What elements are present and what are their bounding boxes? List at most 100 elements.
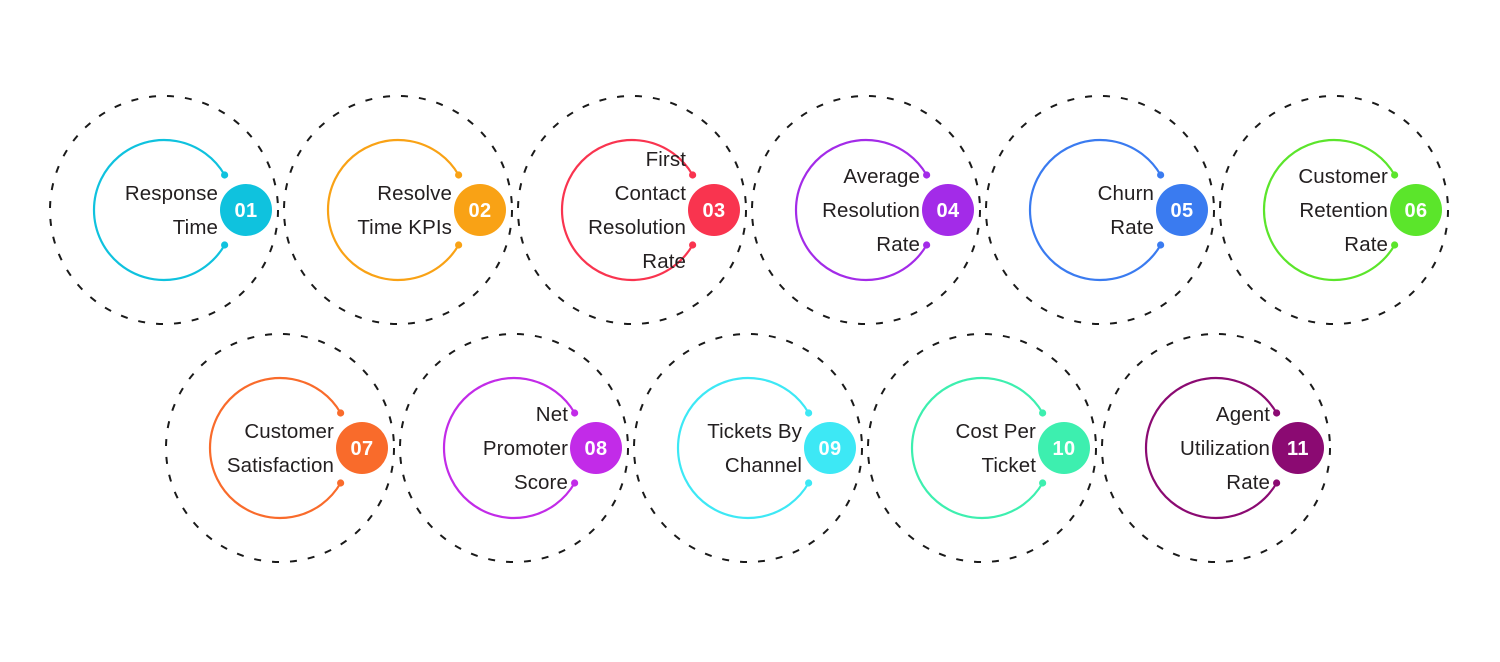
kpi-label-line: Net [536,403,568,426]
step-badge-number: 09 [818,438,841,460]
arc-end-dot-bottom [221,241,229,249]
progress-arc [1028,138,1162,282]
step-badge-circle[interactable] [1390,184,1442,236]
step-badge-number: 02 [468,200,491,222]
arc-end-dot-bottom [571,479,579,487]
arc-end-dot-bottom [923,241,931,249]
kpi-label-line: Rate [1226,471,1270,494]
kpi-label-line: Customer [244,420,334,443]
kpi-label-line: Customer [1298,165,1388,188]
progress-arc [208,376,342,520]
kpi-label-line: Rate [1344,233,1388,256]
step-badge-number: 01 [234,200,257,222]
kpi-label-line: Churn [1098,182,1154,205]
arc-end-dot-top [1273,409,1281,417]
arc-end-dot-top [337,409,345,417]
progress-arc [326,138,460,282]
step-badge-number: 06 [1404,200,1427,222]
kpi-label-line: Ticket [981,454,1036,477]
outer-dashed-ring [1101,333,1331,563]
kpi-label-line: Cost Per [955,420,1036,443]
arc-end-dot-bottom [1273,479,1281,487]
progress-arc [910,376,1044,520]
arc-end-dot-top [221,171,229,179]
kpi-label-line: Rate [1110,216,1154,239]
kpi-label-line: Resolution [822,199,920,222]
arc-end-dot-top [923,171,931,179]
step-badge-number: 11 [1287,438,1309,460]
kpi-label-line: First [646,148,687,171]
step-badge-circle[interactable] [922,184,974,236]
kpi-label-line: Response [125,182,218,205]
outer-dashed-ring [985,95,1215,325]
kpi-label-line: Time KPIs [357,216,452,239]
progress-arc [560,138,694,282]
progress-arc [676,376,810,520]
arc-end-dot-top [805,409,813,417]
arc-end-dot-bottom [1039,479,1047,487]
arc-end-dot-top [455,171,463,179]
step-badge-circle[interactable] [1156,184,1208,236]
step-badge-number: 04 [936,200,960,222]
kpi-label-line: Tickets By [707,420,802,443]
step-badge-number: 07 [350,438,373,460]
step-badge-circle[interactable] [1272,422,1324,474]
step-badge-circle[interactable] [570,422,622,474]
step-badge-circle[interactable] [1038,422,1090,474]
step-badge-circle[interactable] [454,184,506,236]
kpi-label-line: Utilization [1180,437,1270,460]
outer-dashed-ring [633,333,863,563]
kpi-label-line: Average [843,165,920,188]
arc-end-dot-top [1157,171,1165,179]
progress-arc [1144,376,1278,520]
arc-end-dot-bottom [1157,241,1165,249]
progress-arc [92,138,226,282]
kpi-label-line: Score [514,471,568,494]
outer-dashed-ring [399,333,629,563]
step-badge-number: 03 [702,200,725,222]
arc-end-dot-top [571,409,579,417]
arc-end-dot-bottom [805,479,813,487]
kpi-label-line: Resolution [588,216,686,239]
kpi-label-line: Agent [1216,403,1270,426]
arc-end-dot-bottom [1391,241,1399,249]
arc-end-dot-top [1039,409,1047,417]
step-badge-circle[interactable] [336,422,388,474]
step-badge-circle[interactable] [804,422,856,474]
step-badge-circle[interactable] [220,184,272,236]
step-badge-circle[interactable] [688,184,740,236]
progress-arc [1262,138,1396,282]
arc-end-dot-top [689,171,697,179]
progress-arc [794,138,928,282]
kpi-label-line: Time [173,216,218,239]
outer-dashed-ring [49,95,279,325]
progress-arc [442,376,576,520]
outer-dashed-ring [283,95,513,325]
outer-dashed-ring [751,95,981,325]
kpi-label-line: Contact [615,182,687,205]
